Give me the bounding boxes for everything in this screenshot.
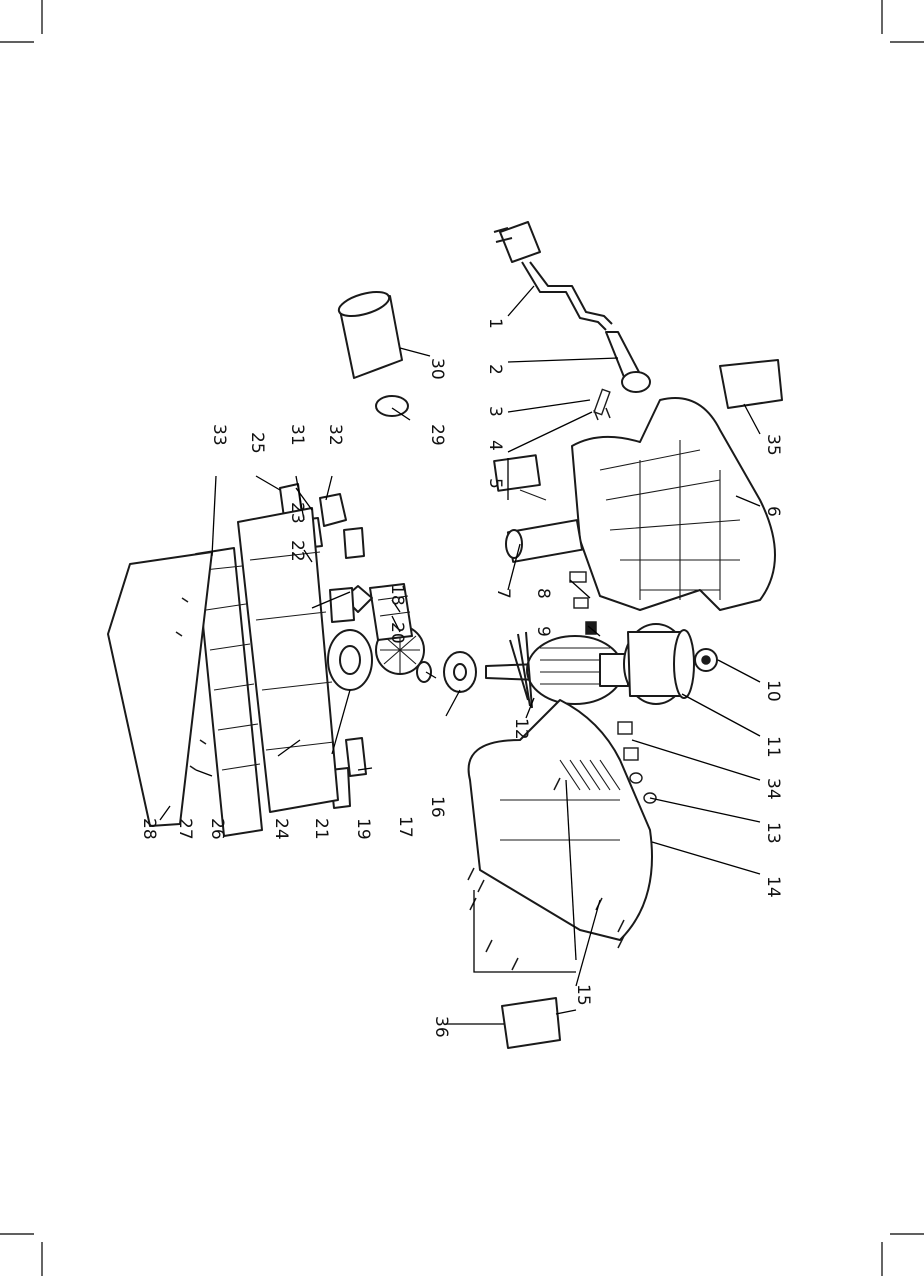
callout-12: 12	[511, 718, 531, 740]
part-bearing-16	[444, 652, 476, 692]
part-stator	[624, 624, 694, 704]
callout-29: 29	[427, 424, 447, 446]
part-sandpaper	[108, 552, 212, 826]
callout-20: 20	[387, 622, 407, 644]
callout-6: 6	[763, 506, 783, 517]
callout-1: 1	[485, 318, 505, 329]
callout-31: 31	[287, 424, 307, 446]
part-armature	[486, 632, 628, 708]
callout-35: 35	[763, 434, 783, 456]
callout-5: 5	[485, 478, 505, 489]
callout-21: 21	[311, 818, 331, 840]
callout-7: 7	[493, 588, 513, 599]
callout-13: 13	[763, 822, 783, 844]
part-dust-tube	[336, 287, 402, 378]
part-housing-half	[572, 398, 775, 610]
callout-4: 4	[485, 440, 505, 451]
callout-22: 22	[287, 540, 307, 562]
callout-26: 26	[207, 818, 227, 840]
part-power-cord	[494, 222, 612, 330]
callout-25: 25	[247, 432, 267, 454]
part-carbon-brushes	[570, 572, 588, 608]
part-label-36	[502, 998, 560, 1048]
callout-2: 2	[485, 364, 505, 375]
callout-34: 34	[763, 778, 783, 800]
callout-14: 14	[763, 876, 783, 898]
callout-9: 9	[533, 626, 553, 637]
callout-36: 36	[431, 1016, 451, 1038]
callout-17: 17	[395, 816, 415, 838]
callout-30: 30	[427, 358, 447, 380]
callout-11: 11	[763, 736, 783, 758]
callout-8: 8	[533, 588, 553, 599]
part-cord-sleeve	[606, 332, 650, 392]
callout-10: 10	[763, 680, 783, 702]
callout-19: 19	[353, 818, 373, 840]
callout-16: 16	[427, 796, 447, 818]
part-housing-front	[469, 700, 652, 940]
callout-23: 23	[287, 502, 307, 524]
callout-18: 18	[387, 584, 407, 606]
part-o-ring	[376, 396, 408, 416]
callout-28: 28	[139, 818, 159, 840]
callout-32: 32	[325, 424, 345, 446]
callout-3: 3	[485, 406, 505, 417]
callout-15: 15	[573, 984, 593, 1006]
part-bearing-21	[328, 630, 372, 690]
callout-33: 33	[209, 424, 229, 446]
callout-24: 24	[271, 818, 291, 840]
part-label-35	[720, 360, 782, 408]
callout-27: 27	[175, 818, 195, 840]
part-bearing-10	[695, 649, 717, 671]
